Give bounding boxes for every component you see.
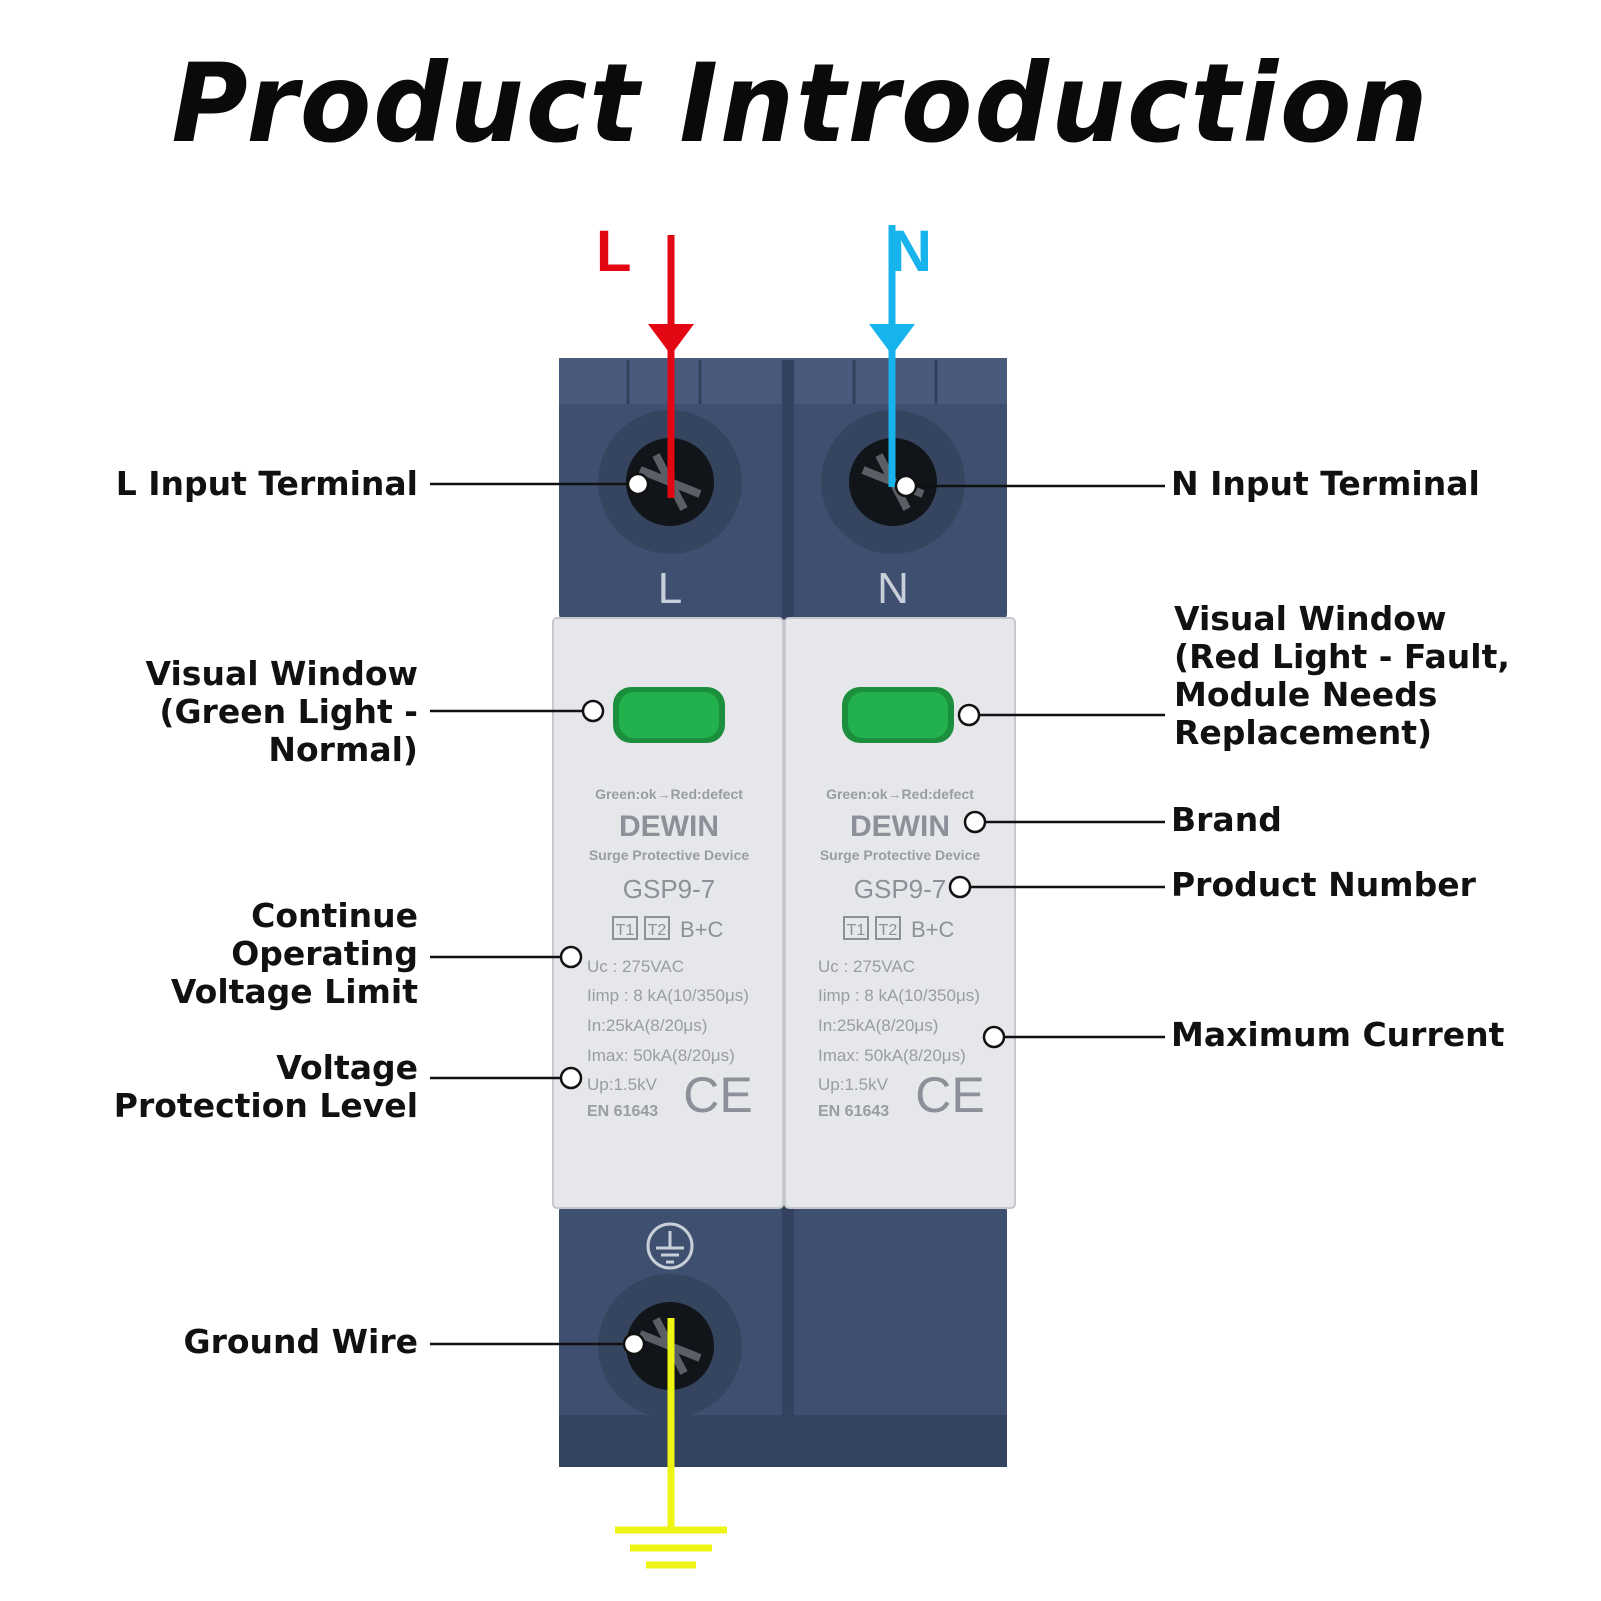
callout-maximum-current: Maximum Current (1171, 1015, 1505, 1054)
spec-iimp: Iimp : 8 kA(10/350μs) (818, 986, 980, 1005)
class-bc: B+C (680, 917, 724, 942)
neutral-wire-arrow (869, 225, 915, 487)
module-model: GSP9-7 (854, 874, 947, 904)
spec-imax: Imax: 50kA(8/20μs) (587, 1046, 735, 1065)
module-model: GSP9-7 (623, 874, 716, 904)
module-left: Green:ok→Red:defect DEWIN Surge Protecti… (552, 617, 784, 1209)
callout-continue-operating-voltage: Continue Operating Voltage Limit (170, 896, 418, 1011)
module-brand: DEWIN (850, 810, 950, 843)
callout-visual-window-green: Visual Window (Green Light - Normal) (145, 654, 418, 769)
type-t2: T2 (879, 922, 898, 939)
spec-uc: Uc : 275VAC (587, 957, 684, 976)
module-right: Green:ok→Red:defect DEWIN Surge Protecti… (784, 617, 1016, 1209)
callout-product-number: Product Number (1171, 865, 1476, 904)
callout-ground-wire: Ground Wire (183, 1322, 419, 1361)
ground-wire-symbol (615, 1318, 727, 1569)
module-subtitle: Surge Protective Device (820, 847, 981, 863)
terminal-label-l: L (658, 564, 682, 613)
spec-standard: EN 61643 (587, 1103, 658, 1120)
spec-uc: Uc : 275VAC (818, 957, 915, 976)
callout-l-input-terminal: L Input Terminal (115, 464, 418, 503)
type-t1: T1 (847, 922, 866, 939)
callout-leaders (430, 472, 1165, 1356)
indicator-text: Green:ok→Red:defect (826, 786, 974, 802)
spec-iimp: Iimp : 8 kA(10/350μs) (587, 986, 749, 1005)
live-wire-arrow (648, 235, 694, 498)
spec-imax: Imax: 50kA(8/20μs) (818, 1046, 966, 1065)
ce-mark: CE (915, 1067, 984, 1123)
spec-in: In:25kA(8/20μs) (818, 1016, 938, 1035)
type-t1: T1 (616, 922, 635, 939)
phase-label-l: L (596, 219, 632, 284)
ground-symbol-icon (646, 1222, 694, 1270)
ce-mark: CE (683, 1067, 752, 1123)
type-t2: T2 (648, 922, 667, 939)
phase-label-n: N (890, 219, 932, 284)
indicator-text: Green:ok→Red:defect (595, 786, 743, 802)
spec-in: In:25kA(8/20μs) (587, 1016, 707, 1035)
callout-visual-window-red: Visual Window (Red Light - Fault, Module… (1174, 599, 1510, 752)
terminal-label-n: N (877, 564, 909, 613)
callout-voltage-protection-level: Voltage Protection Level (113, 1048, 418, 1125)
callout-n-input-terminal: N Input Terminal (1171, 464, 1480, 503)
top-housing: L N (559, 358, 1007, 620)
page-title: Product Introduction (171, 38, 1430, 168)
class-bc: B+C (911, 917, 955, 942)
spec-standard: EN 61643 (818, 1103, 889, 1120)
module-subtitle: Surge Protective Device (589, 847, 750, 863)
callout-brand: Brand (1171, 800, 1282, 839)
module-brand: DEWIN (619, 810, 719, 843)
spec-up: Up:1.5kV (818, 1075, 889, 1094)
spec-up: Up:1.5kV (587, 1075, 658, 1094)
